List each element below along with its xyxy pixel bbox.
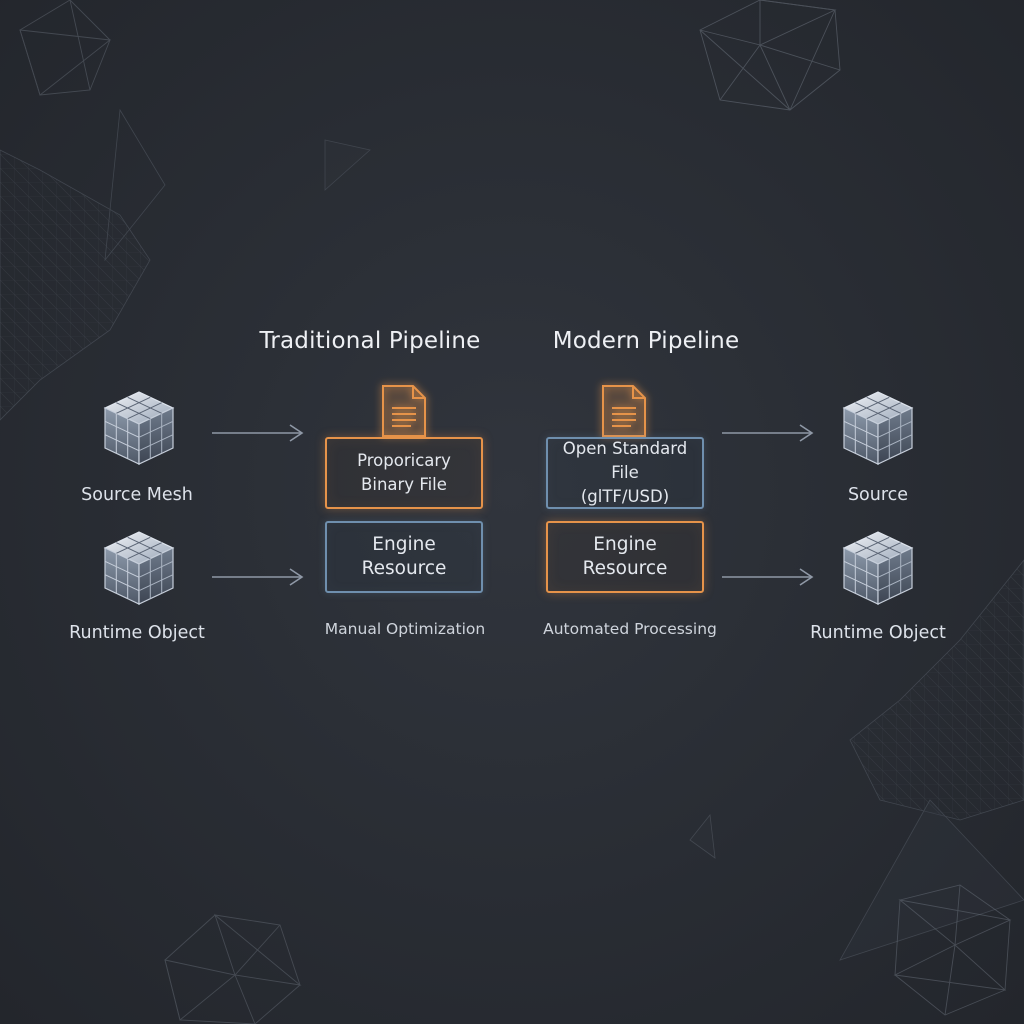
box-line: Resource [582,558,668,579]
wireframe-top-left [19,0,112,96]
box-line: Binary File [361,475,447,494]
wireframe-left-slab [0,108,166,421]
wireframe-bottom-left [164,913,302,1024]
box-line: (glTF/USD) [580,487,670,506]
wireframe-top-right [699,0,841,111]
box-line: Resource [361,558,447,579]
label-source-right: Source [847,485,909,505]
caption-manual-optimization: Manual Optimization [324,620,486,638]
label-runtime-object-left: Runtime Object [69,623,205,643]
box-open-standard-file: Open Standard File (glTF/USD) [546,437,704,509]
wireframe-bottom-right [893,884,1012,1016]
wireframe-bottom-center [689,814,716,859]
label-source-mesh: Source Mesh [81,485,193,505]
label-runtime-object-right: Runtime Object [810,623,946,643]
wireframe-right-slab [839,559,1024,961]
arrow-right-icon [721,424,813,442]
document-icon [382,385,426,437]
heading-modern-pipeline: Modern Pipeline [552,328,740,354]
arrow-right-icon [211,568,303,586]
box-engine-resource-modern: Engine Resource [546,521,704,593]
box-line: Engine [372,534,436,555]
caption-automated-processing: Automated Processing [543,620,717,638]
document-icon [602,385,646,437]
box-proprietary-binary-file: Proporicary Binary File [325,437,483,509]
cube-icon [843,531,913,605]
box-line: Open Standard File [562,439,688,482]
box-line: Engine [593,534,657,555]
cube-icon [104,391,174,465]
cube-icon [104,531,174,605]
wireframe-center-triangle [324,139,371,191]
box-line: Proporicary [357,451,451,470]
arrow-right-icon [211,424,303,442]
arrow-right-icon [721,568,813,586]
cube-icon [843,391,913,465]
heading-traditional-pipeline: Traditional Pipeline [259,328,481,354]
box-engine-resource-traditional: Engine Resource [325,521,483,593]
